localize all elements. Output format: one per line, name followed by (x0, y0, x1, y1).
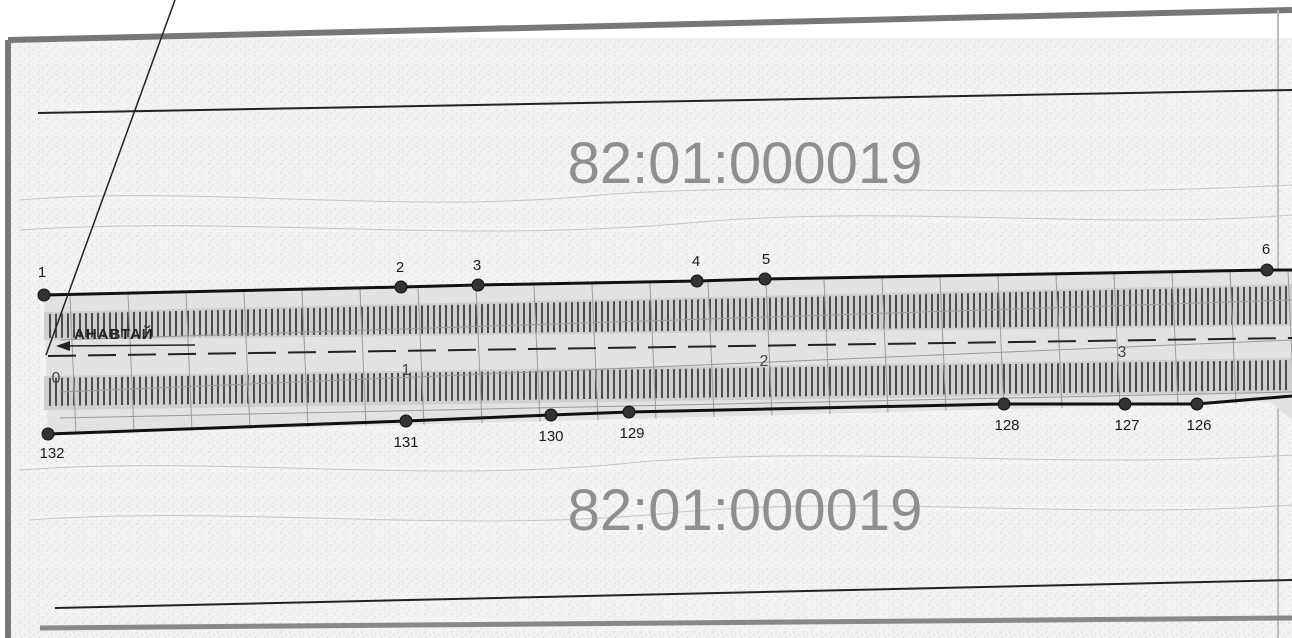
cadastral-block-label-bottom: 82:01:000019 (568, 478, 923, 543)
boundary-point-marker-3 (471, 278, 485, 292)
boundary-point-marker-1 (37, 288, 51, 302)
boundary-point-label-6: 6 (1262, 241, 1270, 258)
boundary-point-marker-132 (41, 427, 55, 441)
boundary-point-label-131: 131 (393, 434, 418, 451)
upper-slope-hatching (49, 286, 1287, 338)
contour-lines (19, 184, 1292, 522)
boundary-point-label-5: 5 (762, 251, 770, 268)
road-centerline (47, 337, 1292, 357)
boundary-point-label-126: 126 (1186, 417, 1211, 434)
boundary-point-marker-131 (399, 414, 413, 428)
boundary-point-label-132: 132 (39, 445, 64, 462)
cadastral-block-label-top: 82:01:000019 (568, 131, 923, 196)
direction-arrow (56, 341, 196, 351)
boundary-point-label-4: 4 (692, 253, 700, 270)
boundary-point-label-1: 1 (38, 264, 46, 281)
chainage-mark-3: 3 (1118, 344, 1127, 361)
boundary-point-marker-128 (997, 397, 1011, 411)
boundary-point-label-2: 2 (396, 259, 404, 276)
boundary-points-north: 1 2 3 4 5 6 (37, 241, 1274, 302)
boundary-point-marker-4 (690, 274, 704, 288)
survey-grid (69, 270, 1292, 434)
boundary-point-label-130: 130 (538, 428, 563, 445)
boundary-point-marker-6 (1260, 263, 1274, 277)
chainage-mark-1: 1 (402, 362, 411, 379)
boundary-point-marker-129 (622, 405, 636, 419)
boundary-point-marker-5 (758, 272, 772, 286)
boundary-point-marker-126 (1190, 397, 1204, 411)
boundary-point-label-129: 129 (619, 425, 644, 442)
boundary-point-marker-2 (394, 280, 408, 294)
chainage-mark-2: 2 (760, 353, 769, 370)
chainage-mark-0: 0 (52, 370, 61, 387)
boundary-points-south: 132 131 130 129 128 127 126 (39, 397, 1212, 462)
boundary-point-label-127: 127 (1114, 417, 1139, 434)
boundary-point-marker-130 (544, 408, 558, 422)
chainage-marks: 0 1 2 3 (52, 344, 1127, 387)
boundary-point-marker-127 (1118, 397, 1132, 411)
road-name-label: АНАВТАЙ (74, 325, 154, 343)
boundary-point-label-128: 128 (994, 417, 1019, 434)
boundary-point-label-3: 3 (473, 257, 481, 274)
boundary-south (47, 394, 1292, 436)
